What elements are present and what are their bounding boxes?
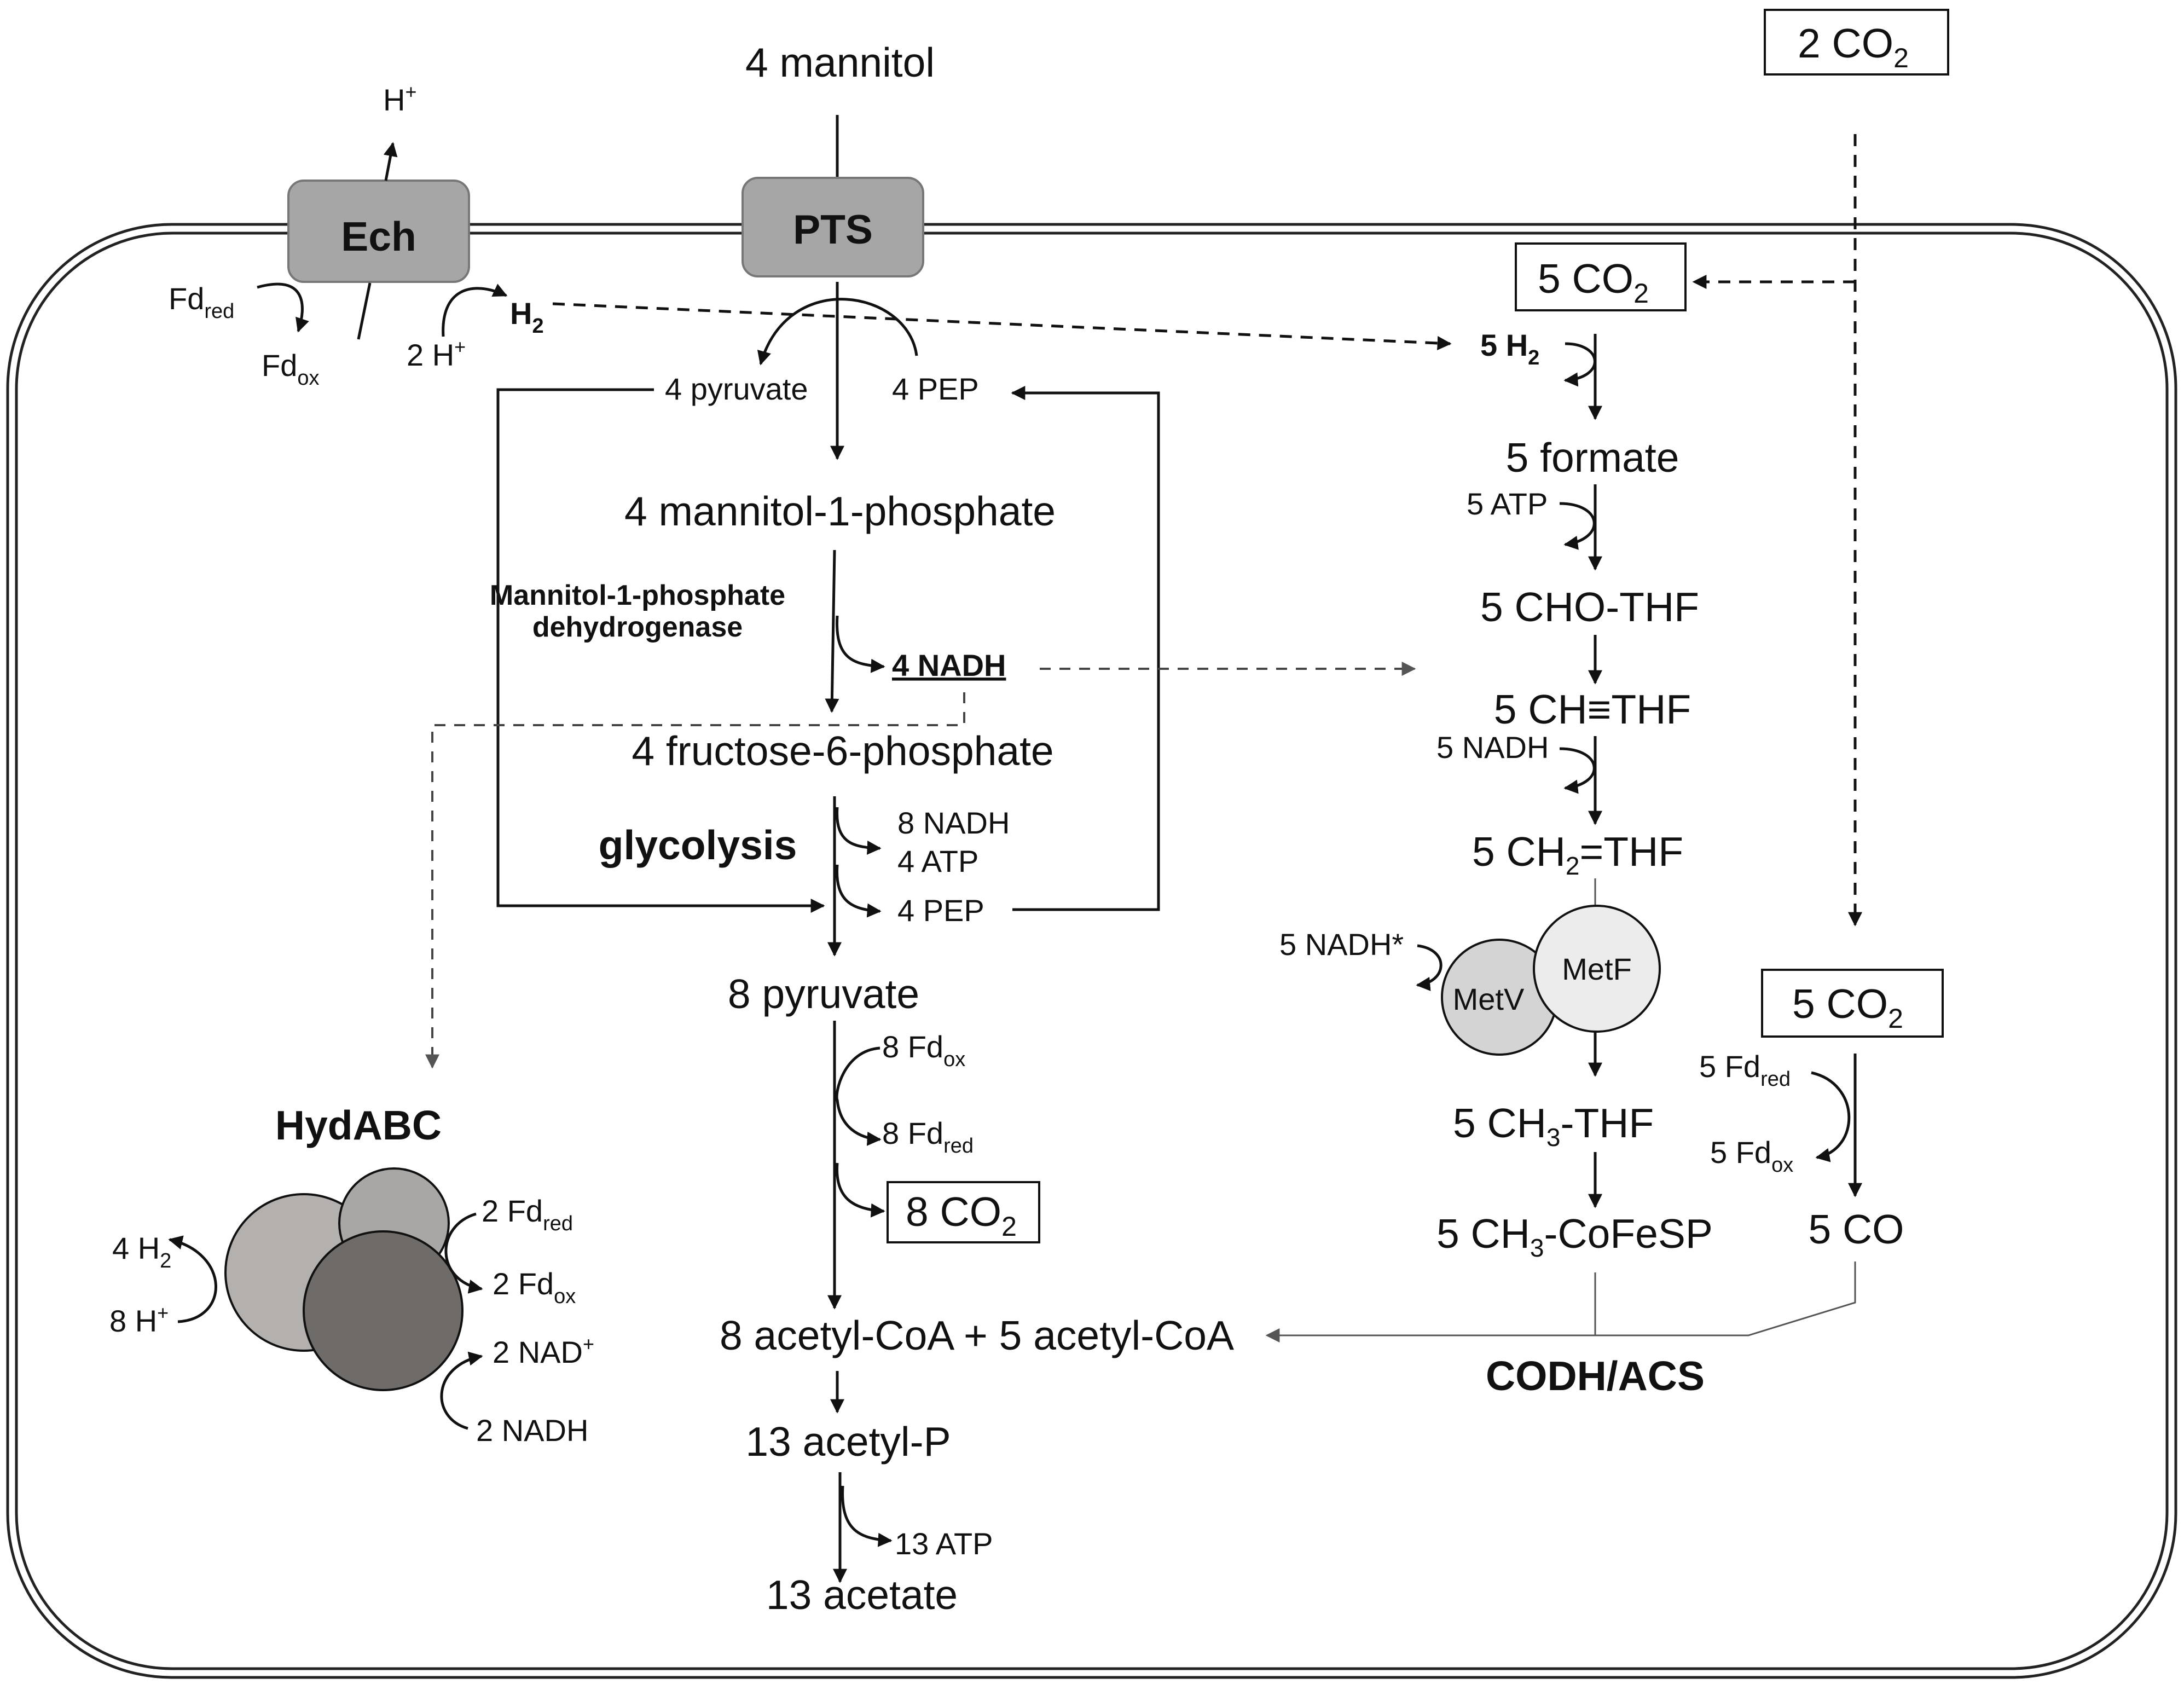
acetate-label: 13 acetate (766, 1572, 958, 1618)
proton-out-label: H+ (383, 80, 416, 117)
acetylcoa-label: 8 acetyl-CoA + 5 acetyl-CoA (720, 1312, 1234, 1358)
codh-acs-lines (1265, 1261, 1856, 1342)
pyruvate4-label: 4 pyruvate (665, 372, 808, 406)
ech-fd-arrow (257, 282, 309, 333)
mannitol1p-label: 4 mannitol-1-phosphate (624, 488, 1056, 534)
nadh2-label: 2 NADH (476, 1413, 588, 1448)
co2-5-top-box (1515, 242, 1687, 311)
fd-ox5-label: 5 Fdox (1710, 1135, 1793, 1177)
m1pdh-label-line2: dehydrogenase (532, 611, 743, 643)
co2-5-right-label: 5 CO2 (1792, 981, 1903, 1034)
atp13-label: 13 ATP (895, 1526, 993, 1561)
h2-5-label: 5 H2 (1480, 328, 1539, 369)
metf-label: MetF (1562, 952, 1632, 986)
nadh5-star-arc (1416, 944, 1443, 991)
fd-red5-label: 5 Fdred (1699, 1049, 1791, 1091)
fd-ox2-label: 2 Fdox (493, 1266, 576, 1308)
cell-membrane-outer (6, 223, 2177, 1679)
co2-8-arc (836, 1162, 885, 1218)
fd5-arc (1811, 1071, 1851, 1162)
co2-external-box (1764, 9, 1949, 76)
m1p-to-f6p-line (825, 549, 839, 713)
atp5-label: 5 ATP (1467, 487, 1548, 521)
ech-h2-arrow (442, 283, 508, 337)
nadh8-label: 8 NADH (897, 806, 1010, 840)
metf-subunit (1533, 905, 1661, 1033)
fd-red8-label: 8 Fdred (882, 1116, 974, 1158)
fd-red-ech-label: Fdred (169, 281, 234, 323)
fructose6p-label: 4 fructose-6-phosphate (632, 728, 1053, 774)
h2-5-arc (1563, 342, 1596, 387)
pep-loop-line (1011, 386, 1160, 911)
hydabc-h2-arc (168, 1235, 217, 1323)
pyruvate-loop-line (496, 388, 825, 913)
pep4b-label: 4 PEP (897, 893, 984, 928)
pts-label: PTS (793, 206, 873, 252)
co2-external-label: 2 CO2 (1798, 20, 1909, 73)
nad-plus2-label: 2 NAD+ (493, 1333, 594, 1369)
two-h-plus-label: 2 H+ (407, 335, 466, 372)
codh-acs-label: CODH/ACS (1486, 1353, 1705, 1399)
atp13-arc (841, 1485, 893, 1547)
co5-label: 5 CO (1808, 1206, 1904, 1252)
h-plus8-label: 8 H+ (109, 1301, 169, 1338)
pyruvate8-label: 8 pyruvate (728, 971, 919, 1017)
acetylp-label: 13 acetyl-P (745, 1419, 951, 1465)
ch3-thf-label: 5 CH3-THF (1453, 1100, 1654, 1151)
atp5-arc (1559, 502, 1596, 550)
h2-ech-label: H2 (510, 296, 544, 338)
co2-5-right-box (1761, 969, 1944, 1038)
fd-ox8-label: 8 Fdox (882, 1029, 965, 1071)
ech-stem-line (357, 282, 372, 340)
co2-8-label: 8 CO2 (906, 1189, 1017, 1242)
nadh4-to-hydabc-dashed (425, 692, 965, 1069)
m1pdh-label-line1: Mannitol-1-phosphate (490, 580, 785, 611)
pts-protein (741, 177, 924, 277)
atp4-label: 4 ATP (897, 844, 978, 878)
nadh4-arc (836, 615, 885, 673)
h2-4-label: 4 H2 (112, 1231, 171, 1272)
ch2-thf-label: 5 CH2=THF (1472, 829, 1683, 880)
nadh5-arc (1559, 747, 1596, 794)
ech-protein (287, 180, 470, 283)
cell-membrane-inner (15, 232, 2169, 1670)
proton-export-arrow (383, 142, 398, 181)
nadh5-label: 5 NADH (1436, 730, 1549, 765)
nadh8-arc (836, 807, 882, 855)
ch3-cofesp-label: 5 CH3-CoFeSP (1436, 1211, 1713, 1262)
fd-red2-label: 2 Fdred (482, 1194, 573, 1235)
h2-to-5h2-dashed (552, 302, 1452, 350)
nadh4-label: 4 NADH (892, 648, 1006, 682)
pep-pyruvate-arc (757, 298, 918, 366)
co2-8-box (887, 1181, 1040, 1243)
co2-5-top-label: 5 CO2 (1538, 256, 1649, 309)
pep4-label: 4 PEP (892, 372, 979, 406)
hydabc-label: HydABC (275, 1102, 442, 1148)
glycolysis-label: glycolysis (599, 822, 797, 868)
fd-ox-ech-label: Fdox (262, 348, 320, 390)
cho-thf-label: 5 CHO-THF (1480, 584, 1699, 630)
hydabc-fd-arc (444, 1212, 483, 1294)
formate5-label: 5 formate (1506, 435, 1679, 481)
nadh5-star-label: 5 NADH* (1279, 927, 1404, 962)
metv-label: MetV (1453, 982, 1525, 1016)
hydabc-dark-subunit (303, 1230, 464, 1391)
ch-thf-label: 5 CH≡THF (1494, 686, 1691, 732)
ech-label: Ech (341, 213, 416, 259)
fd8-arc (835, 1046, 882, 1146)
pep4b-arc (836, 864, 882, 918)
hydabc-nad-arc (440, 1351, 483, 1430)
mannitol-label: 4 mannitol (745, 39, 935, 85)
